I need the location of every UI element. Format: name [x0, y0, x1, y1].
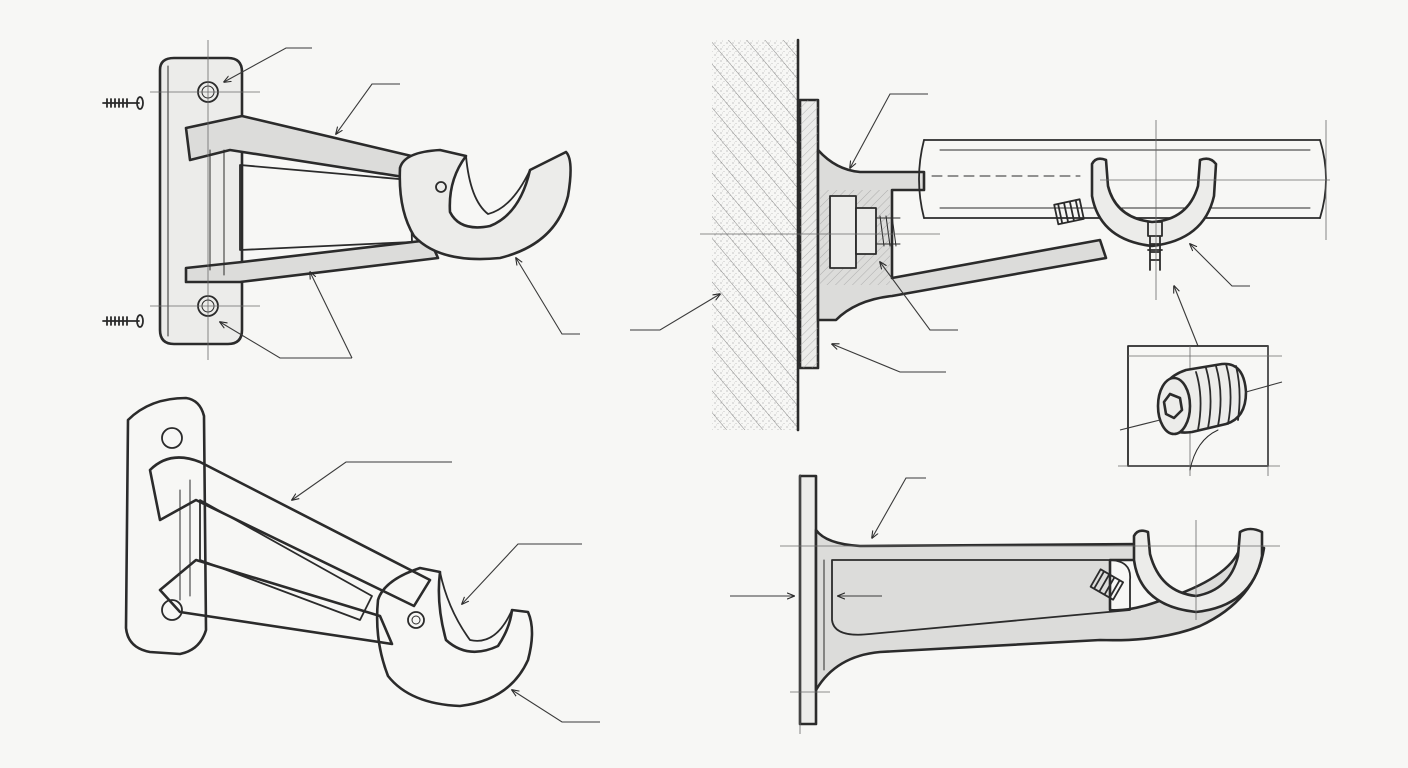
- leader-plate-hole: [220, 322, 352, 359]
- set-screw-head: [1156, 376, 1192, 436]
- wall-flange-side: [798, 474, 818, 726]
- view-top-right: [630, 38, 1330, 432]
- rod-set-screw: [1053, 198, 1085, 226]
- leader-flange-joint: [850, 93, 928, 168]
- leader-arm: [336, 83, 400, 134]
- arm-window: [239, 164, 413, 251]
- view-detail: [1118, 345, 1283, 476]
- hex-socket-icon: [1162, 392, 1184, 420]
- leader-cradle-right: [1190, 244, 1250, 287]
- leader-lower-arm: [310, 272, 353, 359]
- arm-window-side: [831, 559, 1131, 636]
- leader-hole: [224, 47, 312, 82]
- rod-cradle-section: [1090, 157, 1218, 248]
- curtain-rod: [923, 139, 1321, 219]
- leader-wall: [630, 294, 720, 331]
- view-top-left: [102, 40, 580, 360]
- leader-cradle: [516, 258, 580, 335]
- rod-cradle-side: [1132, 527, 1264, 614]
- leader-anchor: [880, 262, 958, 331]
- wall-plate: [158, 56, 244, 346]
- rod-cradle: [398, 148, 572, 261]
- mount-hole-top-textured: [161, 427, 183, 449]
- leader-detail: [1174, 286, 1199, 347]
- cradle-screw-hole: [435, 181, 447, 193]
- mount-hole-bottom-textured: [161, 599, 183, 621]
- cradle-set-screw: [1147, 221, 1163, 271]
- leader-cradle-textured: [462, 543, 582, 604]
- view-bottom-left: [124, 396, 600, 723]
- anchor-nut: [829, 195, 857, 269]
- bracket-arm-textured: [148, 456, 432, 608]
- bracket-arm-side: [814, 528, 1266, 692]
- screw-bottom: [102, 314, 144, 328]
- view-bottom-right: [730, 474, 1280, 734]
- leader-arm-textured: [292, 461, 452, 500]
- leader-flange-base: [832, 344, 946, 373]
- set-screw-side: [1089, 568, 1125, 601]
- leader-arm-side: [872, 477, 926, 538]
- cradle-hole-textured: [407, 611, 425, 629]
- wall-plate-textured: [124, 396, 208, 656]
- rod-cradle-textured: [375, 566, 534, 708]
- screw-top: [102, 96, 144, 110]
- leader-base-textured: [512, 690, 600, 723]
